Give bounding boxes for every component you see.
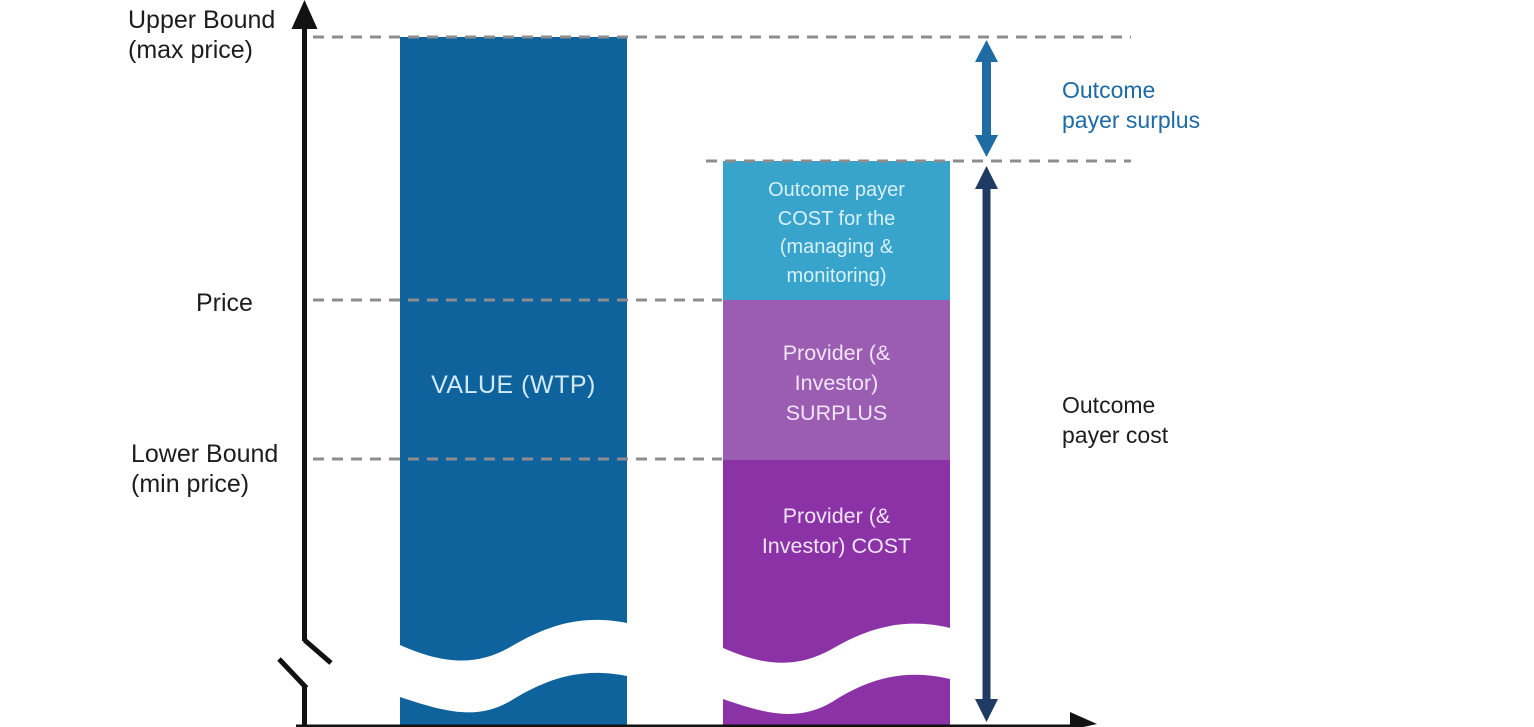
x-axis-arrowhead-icon [1070, 712, 1097, 727]
cost-arrow-up-head-icon [975, 166, 998, 189]
surplus-arrow-down-head-icon [975, 135, 998, 157]
value-wtp-bar [400, 37, 627, 727]
lower-bound-label-line2: (min price) [131, 470, 250, 498]
payer-cost-annotation-line2: payer cost [1062, 422, 1169, 448]
upper-bound-label: Upper Bound (max price) [128, 5, 275, 65]
price-label-text: Price [196, 289, 253, 317]
payer-surplus-annotation-line1: Outcome [1062, 77, 1156, 103]
surplus-section-line3: SURPLUS [785, 401, 888, 425]
outcome-payer-cost-segment [723, 161, 950, 300]
upper-bound-label-line1: Upper Bound [128, 6, 276, 34]
outcome-payer-surplus-arrow [975, 40, 998, 157]
y-axis-break-upper-tick [302, 638, 333, 665]
y-axis-arrowhead-icon [291, 0, 318, 29]
outcome-payer-cost-label: Outcome payer cost [1062, 390, 1168, 450]
surplus-section-line2: Investor) [794, 371, 879, 395]
surplus-section-line1: Provider (& [782, 341, 891, 365]
surplus-arrow-up-head-icon [975, 40, 998, 62]
lower-bound-label-line1: Lower Bound [131, 440, 279, 468]
payer-surplus-annotation-line2: payer surplus [1062, 107, 1201, 133]
provider-cost-section-line2: Investor) COST [761, 534, 912, 558]
upper-bound-label-line2: (max price) [128, 36, 254, 64]
outcome-payer-surplus-label: Outcome payer surplus [1062, 75, 1200, 135]
provider-surplus-section-label: Provider (& Investor) SURPLUS [723, 338, 950, 428]
value-wtp-label: VALUE (WTP) [400, 371, 627, 400]
provider-cost-section-label: Provider (& Investor) COST [723, 501, 950, 561]
provider-surplus-segment [723, 300, 950, 460]
price-label: Price [196, 288, 253, 318]
cost-arrow-down-head-icon [975, 699, 998, 722]
payer-cost-section-line3: (managing & [779, 236, 894, 258]
payer-cost-annotation-line1: Outcome [1062, 392, 1156, 418]
value-wtp-label-text: VALUE (WTP) [431, 371, 596, 399]
provider-cost-section-line1: Provider (& [782, 504, 891, 528]
payer-cost-section-line2: COST for the [777, 207, 896, 230]
outcome-payer-cost-arrow [975, 166, 998, 722]
payer-cost-section-line1: Outcome payer [768, 179, 905, 201]
lower-bound-label: Lower Bound (min price) [131, 439, 278, 499]
outcome-payer-cost-section-label: Outcome payer COST for the (managing & m… [723, 176, 950, 290]
payer-cost-section-line4: monitoring) [786, 264, 887, 287]
y-axis-break-lower-tick [277, 657, 309, 690]
